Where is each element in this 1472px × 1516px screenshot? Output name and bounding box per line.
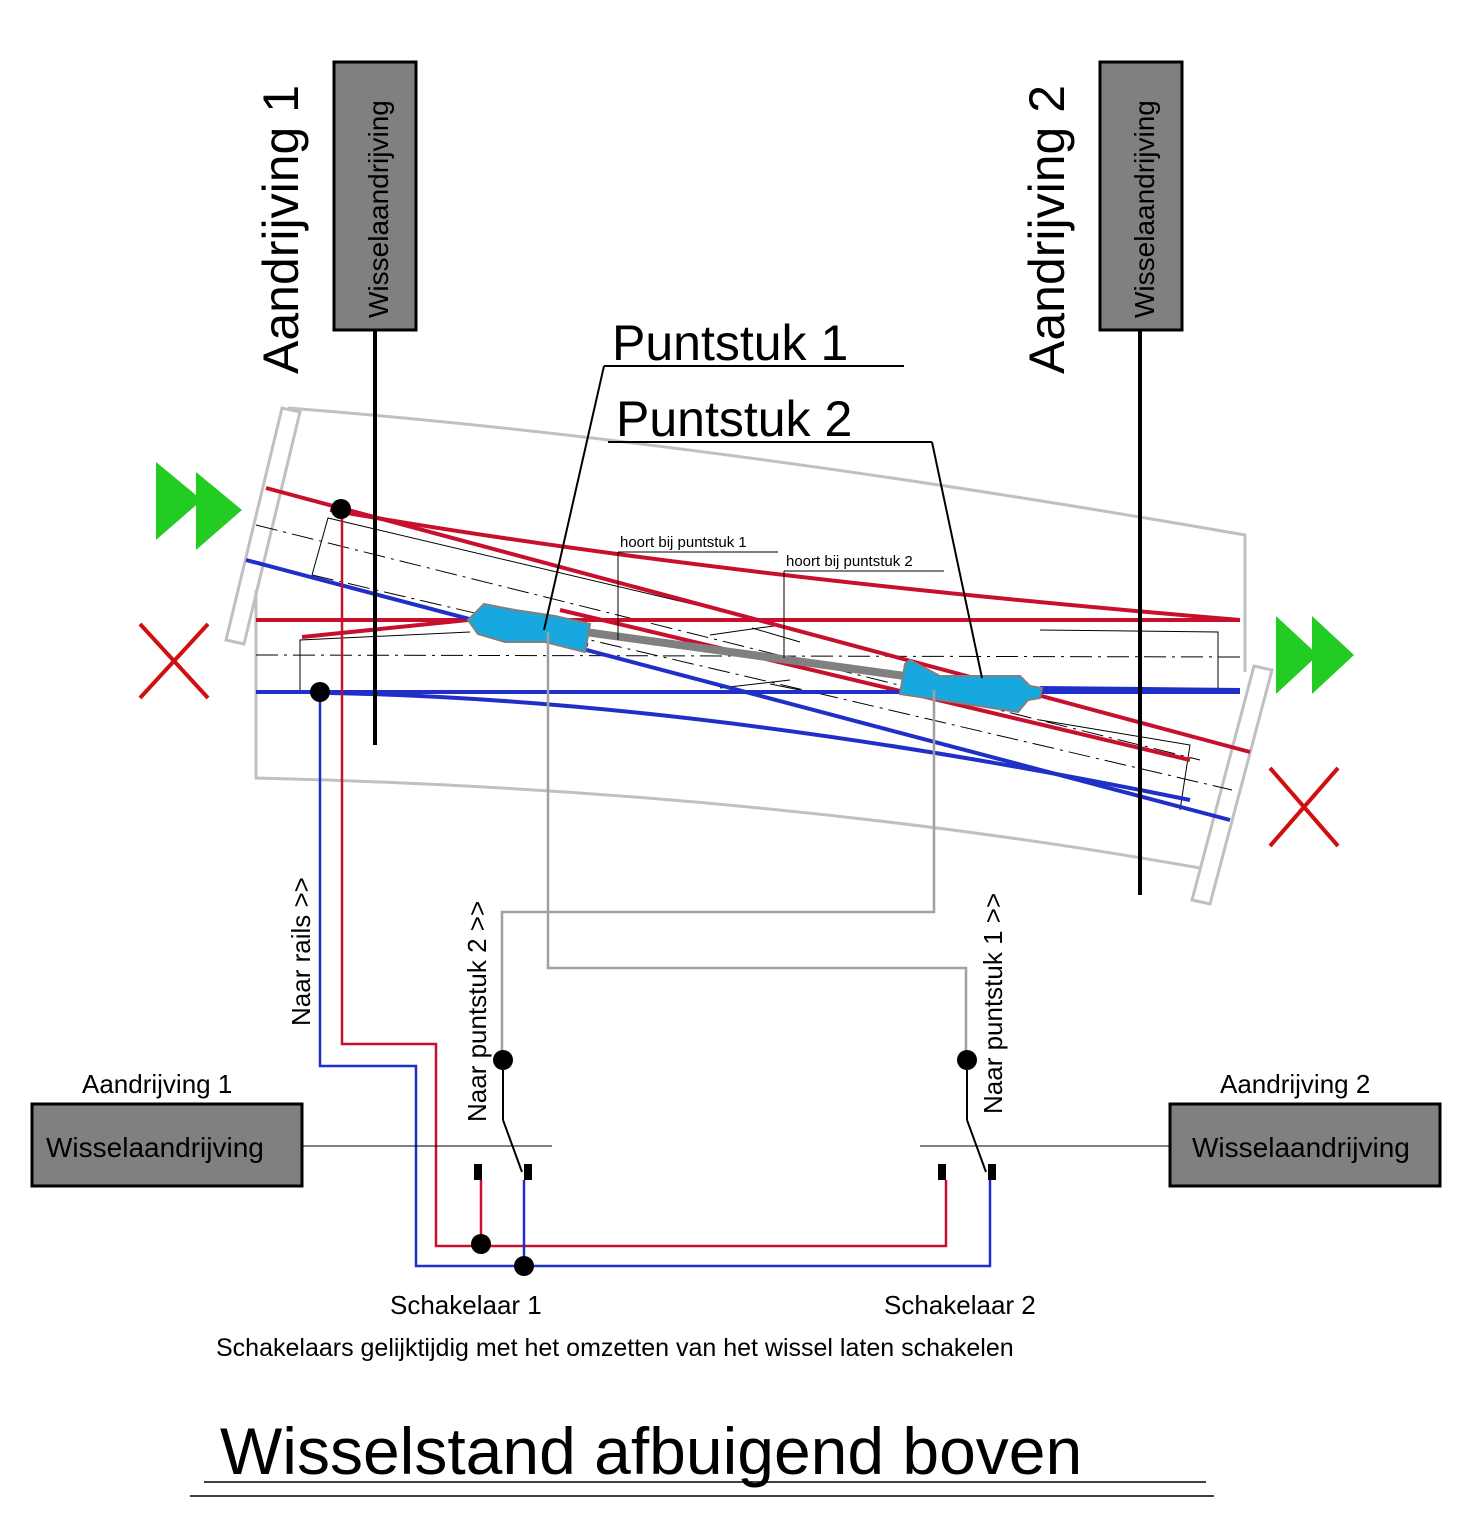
frog-2-note: hoort bij puntstuk 2 xyxy=(786,553,913,570)
switch-2-label: Schakelaar 2 xyxy=(884,1290,1036,1320)
frog-2-shape xyxy=(898,658,1044,714)
track-outline xyxy=(224,406,1274,906)
switch-1-label: Schakelaar 1 xyxy=(390,1290,542,1320)
frog-1-shape xyxy=(466,602,592,654)
drive-1-top-label: Aandrijving 1 xyxy=(253,85,309,374)
signal-go-left-icon xyxy=(156,462,242,550)
drive-2-bottom-box xyxy=(1168,1102,1442,1188)
drive-1-top-box-label: Wisselaandrijving xyxy=(363,100,394,318)
construction-lines xyxy=(255,517,1246,811)
wire-label-to-frog-2: Naar puntstuk 2 >> xyxy=(462,901,492,1122)
signal-stop-left-icon xyxy=(138,622,210,700)
drive-1-top: Wisselaandrijving Aandrijving 1 xyxy=(253,60,418,374)
wire-grey xyxy=(500,632,968,1060)
drive-1-top-box xyxy=(332,60,418,332)
drive-2-bottom: Aandrijving 2 Wisselaandrijving xyxy=(1168,1069,1442,1188)
switch-2: Schakelaar 2 xyxy=(884,1060,1170,1320)
drive-1-bottom: Aandrijving 1 Wisselaandrijving xyxy=(30,1069,304,1188)
drive-2-top-label: Aandrijving 2 xyxy=(1019,85,1075,374)
switch-1: Schakelaar 1 xyxy=(390,1060,552,1320)
frog-link-bar xyxy=(584,628,906,680)
instruction-note: Schakelaars gelijktijdig met het omzette… xyxy=(216,1334,1014,1362)
wire-blue xyxy=(318,692,992,1268)
drive-2-top-box xyxy=(1098,60,1184,332)
signal-stop-right-icon xyxy=(1268,766,1340,848)
wire-label-to-frog-1: Naar puntstuk 1 >> xyxy=(978,893,1008,1114)
rails-red xyxy=(256,486,1251,762)
drive-2-top-box-label: Wisselaandrijving xyxy=(1129,100,1160,318)
frog-1-note: hoort bij puntstuk 1 xyxy=(620,534,747,551)
drive-2-bottom-box-label: Wisselaandrijving xyxy=(1192,1132,1410,1163)
wire-label-to-rails: Naar rails >> xyxy=(286,877,316,1026)
drive-1-bottom-box xyxy=(30,1102,304,1188)
page-title: Wisselstand afbuigend boven xyxy=(220,1414,1082,1488)
drive-1-bottom-label: Aandrijving 1 xyxy=(82,1069,232,1099)
drive-2-bottom-label: Aandrijving 2 xyxy=(1220,1069,1370,1099)
drive-2-top: Wisselaandrijving Aandrijving 2 xyxy=(1019,60,1184,374)
frog-labels: Puntstuk 1 Puntstuk 2 hoort bij puntstuk… xyxy=(543,315,983,679)
rails-blue xyxy=(245,558,1241,822)
signal-go-right-icon xyxy=(1276,616,1354,694)
drive-1-bottom-box-label: Wisselaandrijving xyxy=(46,1132,264,1163)
frog-2-label: Puntstuk 2 xyxy=(616,391,852,447)
frog-1-label: Puntstuk 1 xyxy=(612,315,848,371)
junction-dots xyxy=(310,499,977,1276)
